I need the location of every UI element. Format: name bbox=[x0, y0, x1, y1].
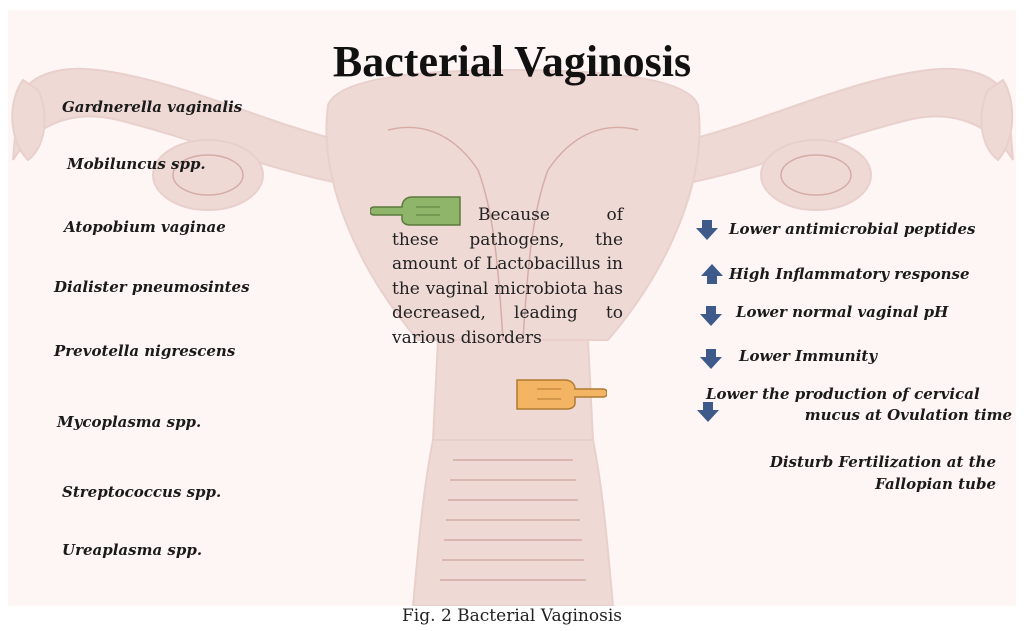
pathogen-item: Mobiluncus spp. bbox=[67, 155, 206, 173]
effect-item: Lower Immunity bbox=[739, 347, 877, 365]
pathogen-item: Prevotella nigrescens bbox=[54, 342, 235, 360]
explanation-lead: Because of bbox=[478, 205, 623, 225]
arrow-down-icon bbox=[697, 402, 719, 422]
arrow-down-icon bbox=[696, 220, 718, 240]
arrow-up-icon bbox=[701, 264, 723, 284]
effect-item: High Inflammatory response bbox=[729, 265, 970, 283]
effect-item: Lower antimicrobial peptides bbox=[729, 220, 975, 238]
effect-item-continuation: Fallopian tube bbox=[875, 475, 996, 493]
effect-item: Disturb Fertilization at the bbox=[770, 453, 996, 471]
arrow-down-icon bbox=[700, 349, 722, 369]
pathogen-item: Mycoplasma spp. bbox=[57, 413, 201, 431]
effect-item: Lower the production of cervical bbox=[706, 385, 980, 403]
explanation-body: these pathogens, the amount of Lactobaci… bbox=[392, 230, 623, 348]
pointing-hand-right-icon bbox=[515, 377, 607, 411]
pathogen-item: Gardnerella vaginalis bbox=[62, 98, 242, 116]
effect-item-continuation: mucus at Ovulation time bbox=[805, 406, 1012, 424]
slide: Bacterial Vaginosis Gardnerella vaginali… bbox=[8, 10, 1016, 606]
slide-title: Bacterial Vaginosis bbox=[8, 36, 1016, 87]
explanation-text: Because of these pathogens, the amount o… bbox=[392, 203, 623, 350]
figure-caption: Fig. 2 Bacterial Vaginosis bbox=[0, 606, 1024, 626]
pathogen-item: Atopobium vaginae bbox=[64, 218, 226, 236]
pathogen-item: Ureaplasma spp. bbox=[62, 541, 202, 559]
pathogen-item: Streptococcus spp. bbox=[62, 483, 221, 501]
pathogen-item: Dialister pneumosintes bbox=[54, 278, 250, 296]
arrow-down-icon bbox=[700, 306, 722, 326]
effect-item: Lower normal vaginal pH bbox=[736, 303, 948, 321]
